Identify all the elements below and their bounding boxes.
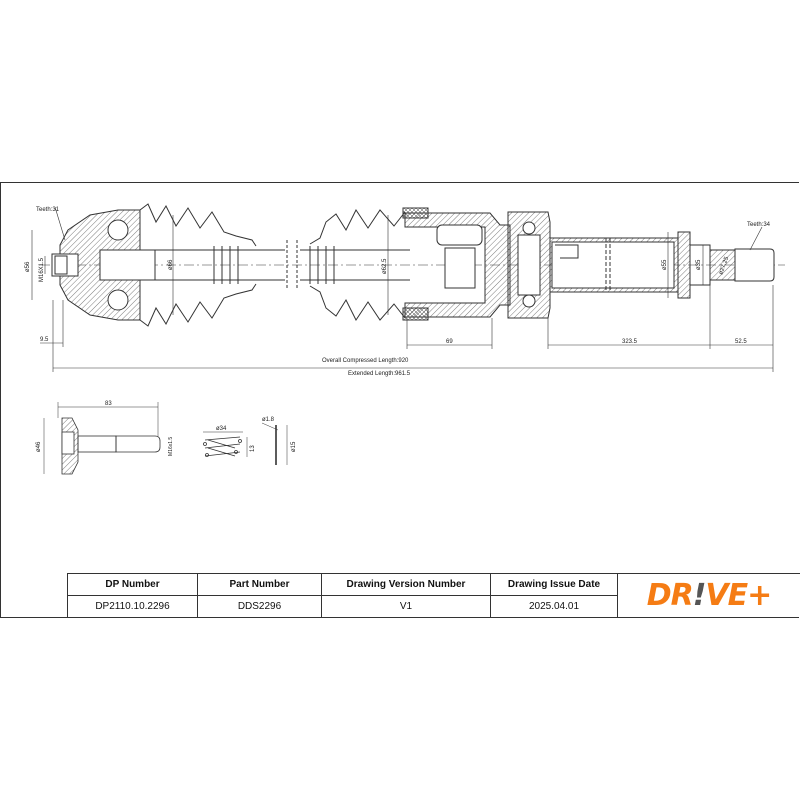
- dia-56-label: ø56: [25, 261, 31, 272]
- outer-boot: [139, 203, 257, 327]
- ring-diameter-label: ø15: [291, 441, 297, 452]
- extended-length-label: Extended Length:961.5: [348, 371, 411, 377]
- spring-clip: [203, 431, 248, 457]
- output-stub-shaft: [677, 231, 775, 299]
- dia-35-label: ø35: [696, 259, 702, 270]
- snap-ring: [261, 422, 288, 465]
- loose-parts: [43, 402, 288, 475]
- dim-9-5-label: 9.5: [40, 337, 49, 343]
- dia-62-5-label: ø62.5: [382, 258, 388, 274]
- dim-323-5-label: 323.5: [622, 339, 638, 345]
- bolt-diameter-label: ø46: [36, 441, 42, 452]
- logo-text-bang: !: [692, 578, 707, 613]
- bolt-thread-label: M16x1.5: [168, 437, 174, 456]
- drive-plus-logo: DR!VE+: [617, 573, 800, 617]
- header-drawing-version: Drawing Version Number: [321, 573, 490, 595]
- ring-wire-label: ø1.8: [262, 417, 275, 423]
- title-block: DP Number Part Number Drawing Version Nu…: [67, 573, 800, 617]
- drive-shaft: [140, 249, 410, 281]
- axle-bolt: [43, 402, 161, 475]
- bolt-length-label: 83: [105, 401, 112, 407]
- value-part-number: DDS2296: [197, 595, 321, 617]
- thread-left-label: M16X1.5: [39, 257, 45, 282]
- teeth-left-label: Teeth:31: [36, 207, 60, 213]
- dim-69-label: 69: [446, 339, 453, 345]
- intermediate-tube: [549, 237, 679, 293]
- value-drawing-version: V1: [321, 595, 490, 617]
- value-issue-date: 2025.04.01: [490, 595, 617, 617]
- value-dp-number: DP2110.10.2296: [67, 595, 197, 617]
- inner-tripod-joint: [402, 207, 511, 321]
- overall-length-label: Overall Compressed Length:920: [322, 358, 409, 364]
- dim-52-5-label: 52.5: [735, 339, 747, 345]
- dimension-lines: [31, 206, 774, 372]
- dia-66-label: ø66: [168, 259, 174, 270]
- header-dp-number: DP Number: [67, 573, 197, 595]
- dia-55-label: ø55: [662, 259, 668, 270]
- logo-text-dr: DR: [646, 578, 694, 613]
- header-part-number: Part Number: [197, 573, 321, 595]
- spring-diameter-label: ø34: [216, 426, 227, 432]
- bearing-housing: [507, 211, 551, 319]
- spring-height-label: 13: [250, 445, 256, 452]
- drawing-frame: [0, 182, 799, 618]
- inner-boot: [309, 209, 406, 321]
- logo-text-ve: VE+: [705, 578, 772, 613]
- header-issue-date: Drawing Issue Date: [490, 573, 617, 595]
- outer-cv-joint: [51, 209, 156, 321]
- teeth-right-label: Teeth:34: [747, 222, 771, 228]
